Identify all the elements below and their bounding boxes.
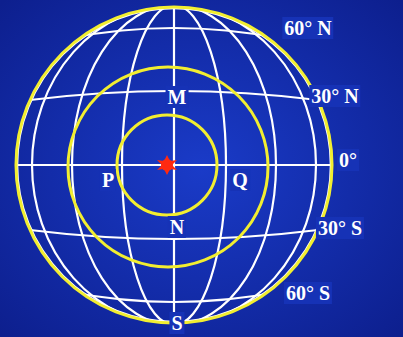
pole-label: S (169, 312, 184, 334)
point-label: N (168, 216, 186, 238)
latitude-label: 30° S (316, 217, 364, 239)
point-label: P (100, 169, 116, 191)
point-label: M (166, 86, 189, 108)
latitude-label: 60° N (282, 17, 333, 39)
point-label: Q (230, 169, 250, 191)
latitude-label: 30° N (309, 85, 360, 107)
latitude-label: 0° (337, 149, 359, 171)
latitude-label: 60° S (284, 282, 332, 304)
